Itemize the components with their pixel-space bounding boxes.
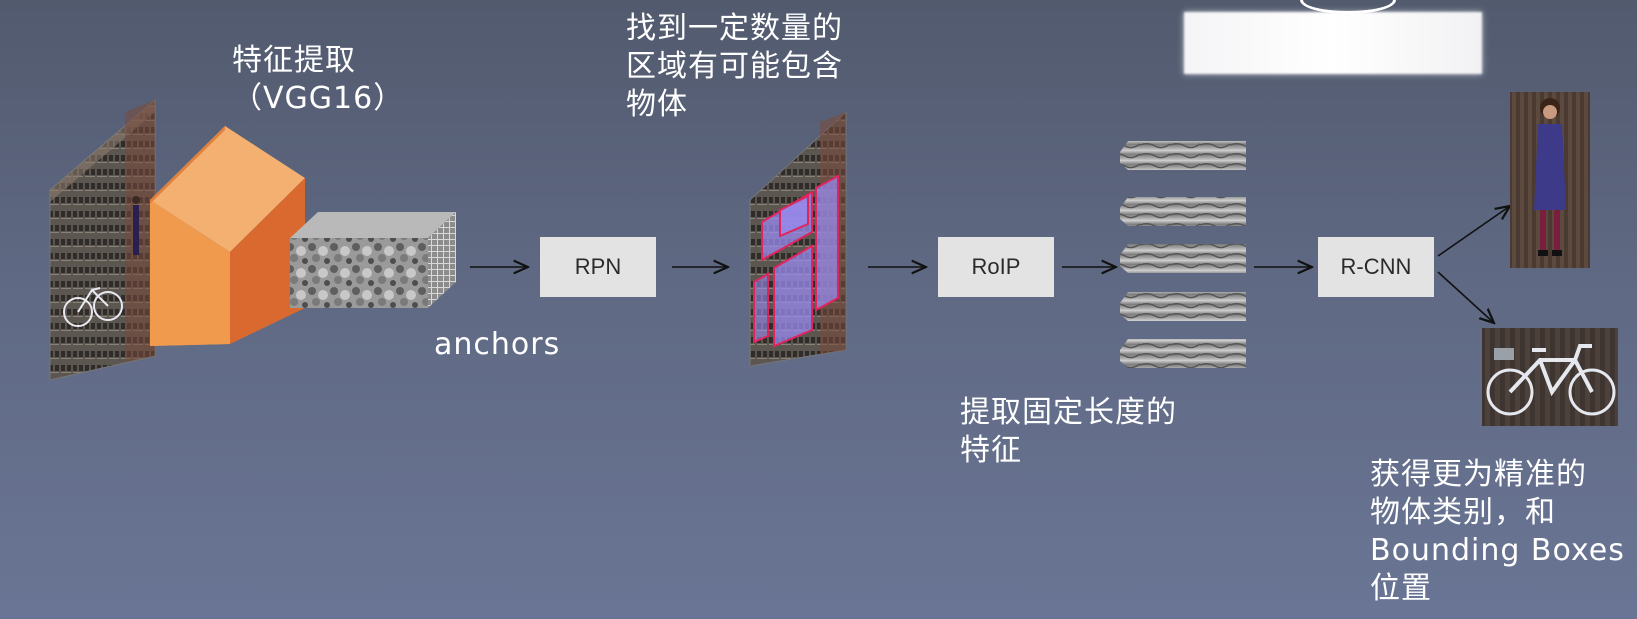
find-regions-label: 找到一定数量的 区域有可能包含 物体 (626, 11, 843, 122)
anchors-label: anchors (434, 327, 561, 362)
blurred-banner (1184, 12, 1482, 74)
arrow-rcnn-to-bicycle (1437, 271, 1494, 323)
feature-bar (1120, 244, 1246, 273)
region-box (773, 244, 813, 348)
feature-extraction-label: 特征提取 （VGG16） (232, 43, 405, 116)
region-proposal-image (749, 110, 847, 367)
result-label: 获得更为精准的 物体类别，和 Bounding Boxes 位置 (1370, 457, 1625, 606)
rpn-box: RPN (540, 237, 656, 297)
arrow-rcnn-to-person (1437, 206, 1510, 257)
vgg16-cube (150, 126, 305, 346)
feature-bar (1120, 197, 1246, 226)
roip-box: RoIP (938, 237, 1054, 297)
region-box (779, 194, 809, 238)
feature-bar (1120, 339, 1246, 368)
input-image (49, 98, 156, 381)
rcnn-box: R-CNN (1318, 237, 1434, 297)
feature-bar (1120, 292, 1246, 321)
feature-bar (1120, 141, 1246, 170)
output-person-image (1510, 92, 1590, 268)
region-box (815, 174, 839, 312)
fixed-length-feature-bars (1120, 141, 1246, 368)
feature-map-block (290, 212, 456, 308)
region-box (753, 272, 769, 344)
fixed-length-features-label: 提取固定长度的 特征 (960, 395, 1177, 468)
output-bicycle-image (1482, 328, 1618, 426)
